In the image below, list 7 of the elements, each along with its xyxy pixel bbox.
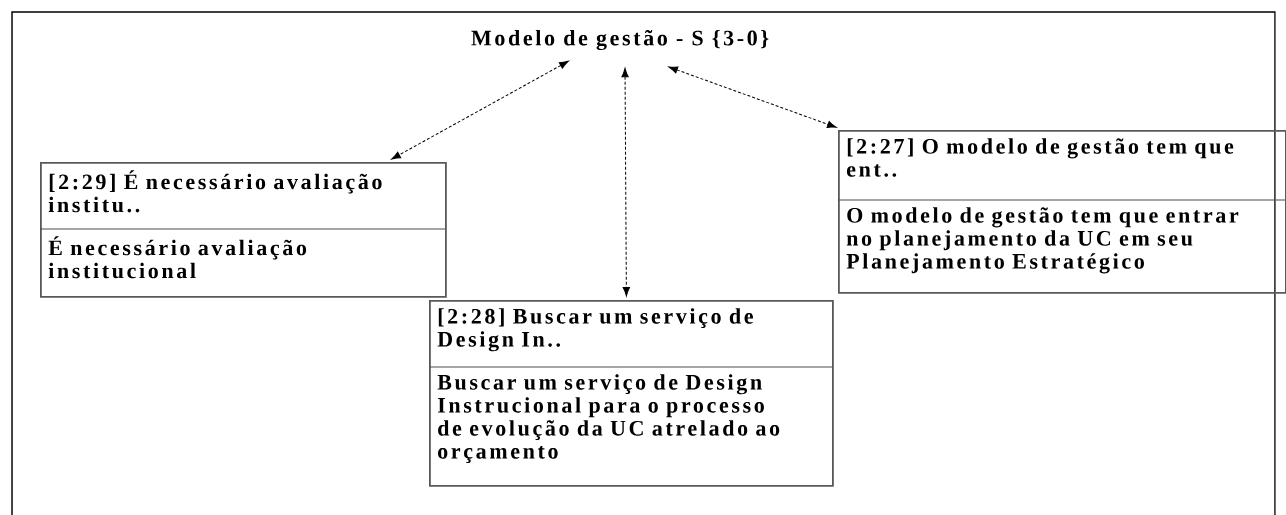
quote-box: [2:28] Buscar um serviço de Design In.. Buscar um serviço de Design Instrucional para o processo de evolução da UC atrelado ao orçamento <box>428 300 834 487</box>
quote-box: [2:29] É necessário avaliação institu.. É necessário avaliação institucional <box>39 162 447 298</box>
arrow <box>621 67 630 297</box>
quote-box: [2:27] O modelo de gestão tem que ent.. O modelo de gestão tem que entrar no planejamento da UC em seu Planejamento Estratégico <box>837 130 1286 294</box>
arrow <box>668 66 837 128</box>
arrow <box>391 60 569 160</box>
title-text: Modelo de gestão - S {3-0} <box>471 29 769 51</box>
